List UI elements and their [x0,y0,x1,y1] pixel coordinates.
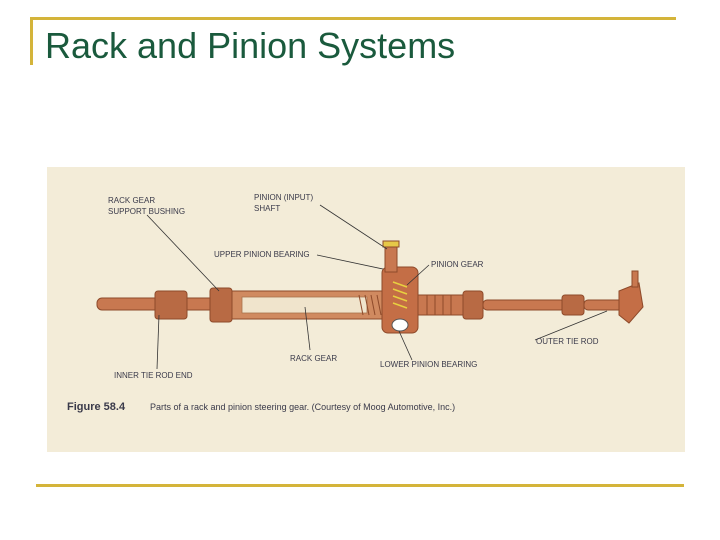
figure-caption-text: Parts of a rack and pinion steering gear… [150,402,455,412]
rack-boot [417,294,464,316]
steering-gear-figure: RACK GEAR SUPPORT BUSHING PINION (INPUT)… [47,167,685,452]
ball-stud [631,270,639,288]
boot-ribs [426,295,452,315]
rack-teeth [358,294,382,316]
label-inner-tie-rod-end: INNER TIE ROD END [114,371,193,380]
figure-caption-label: Figure 58.4 [67,401,126,413]
label-upper-pinion-bearing: UPPER PINION BEARING [214,250,310,259]
inner-tie-rod-end [154,290,188,320]
inner-rod-link [186,297,213,311]
label-rack-gear-support-bushing-1: RACK GEAR [108,196,155,205]
rack-gear-cutaway [241,296,368,314]
frame-top-line [30,17,676,20]
slide-title: Rack and Pinion Systems [45,25,456,66]
tie-rod [482,299,566,311]
tie-rod-adjuster [561,294,585,316]
right-bushing [462,290,484,320]
label-pinion-gear: PINION GEAR [431,260,484,269]
outer-tie-rod-shaft [583,299,625,311]
label-outer-tie-rod: OUTER TIE ROD [536,337,599,346]
support-bushing [209,287,233,323]
frame-bottom-line [36,484,684,487]
pinion-gear-shape [392,281,408,309]
label-rack-gear-support-bushing-2: SUPPORT BUSHING [108,207,185,216]
label-rack-gear: RACK GEAR [290,354,337,363]
steering-gear-diagram: RACK GEAR SUPPORT BUSHING PINION (INPUT)… [47,167,685,452]
label-pinion-input-shaft-1: PINION (INPUT) [254,193,313,202]
leader-lines [146,204,608,370]
label-lower-pinion-bearing: LOWER PINION BEARING [380,360,477,369]
lower-pinion-bearing-shape [391,318,409,332]
frame-left-line [30,17,33,65]
label-pinion-input-shaft-2: SHAFT [254,204,280,213]
pinion-shaft-spline [382,240,400,248]
